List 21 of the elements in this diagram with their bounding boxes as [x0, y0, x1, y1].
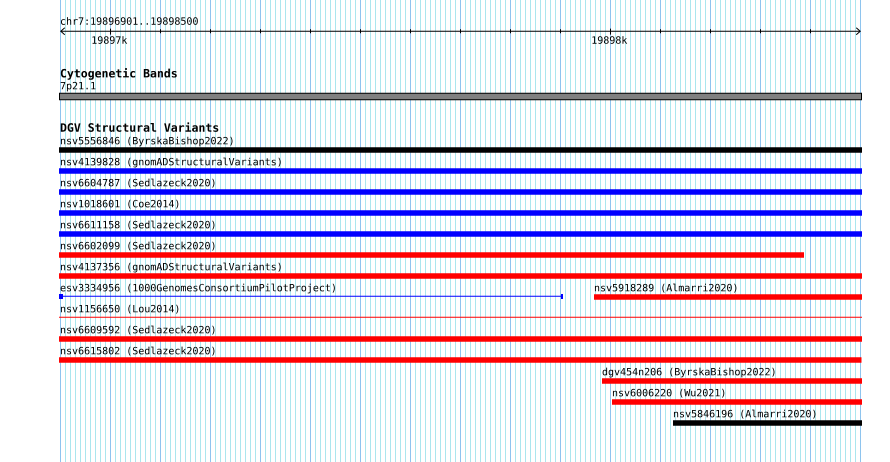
feature-label: nsv4137356 (gnomADStructuralVariants): [60, 262, 281, 272]
feature-label: esv3334956 (1000GenomesConsortiumPilotProject): [60, 284, 335, 294]
feature-label: dgv454n206 (ByrskaBishop2022): [602, 368, 774, 378]
tick-label: 19898k: [592, 36, 628, 44]
feature-label: nsv6006220 (Wu2021): [612, 388, 724, 398]
band-label: 7p21.1: [60, 82, 96, 92]
feature-label: nsv6609592 (Sedlazeck2020): [60, 326, 214, 335]
feature-label: nsv6602099 (Sedlazeck2020): [60, 242, 214, 251]
feature-label: nsv6611158 (Sedlazeck2020): [60, 220, 214, 230]
feature-label: nsv4139828 (gnomADStructuralVariants): [60, 158, 281, 168]
feature-label: nsv1018601 (Coe2014): [60, 200, 178, 209]
feature-label: nsv6604787 (Sedlazeck2020): [60, 178, 214, 188]
feature-label: nsv6615802 (Sedlazeck2020): [60, 346, 214, 356]
tick-label: 19897k: [92, 36, 128, 44]
coordinate-label: chr7:19896901..19898500: [60, 17, 198, 25]
track-heading: Cytogenetic Bands: [60, 68, 177, 80]
track-heading: DGV Structural Variants: [60, 122, 218, 132]
feature-label: nsv5918289 (Almarri2020): [594, 284, 736, 293]
feature-label: nsv5846196 (Almarri2020): [674, 410, 816, 419]
feature-label: nsv1156650 (Lou2014): [60, 304, 178, 314]
feature-label: nsv5556846 (ByrskaBishop2022): [60, 136, 232, 146]
